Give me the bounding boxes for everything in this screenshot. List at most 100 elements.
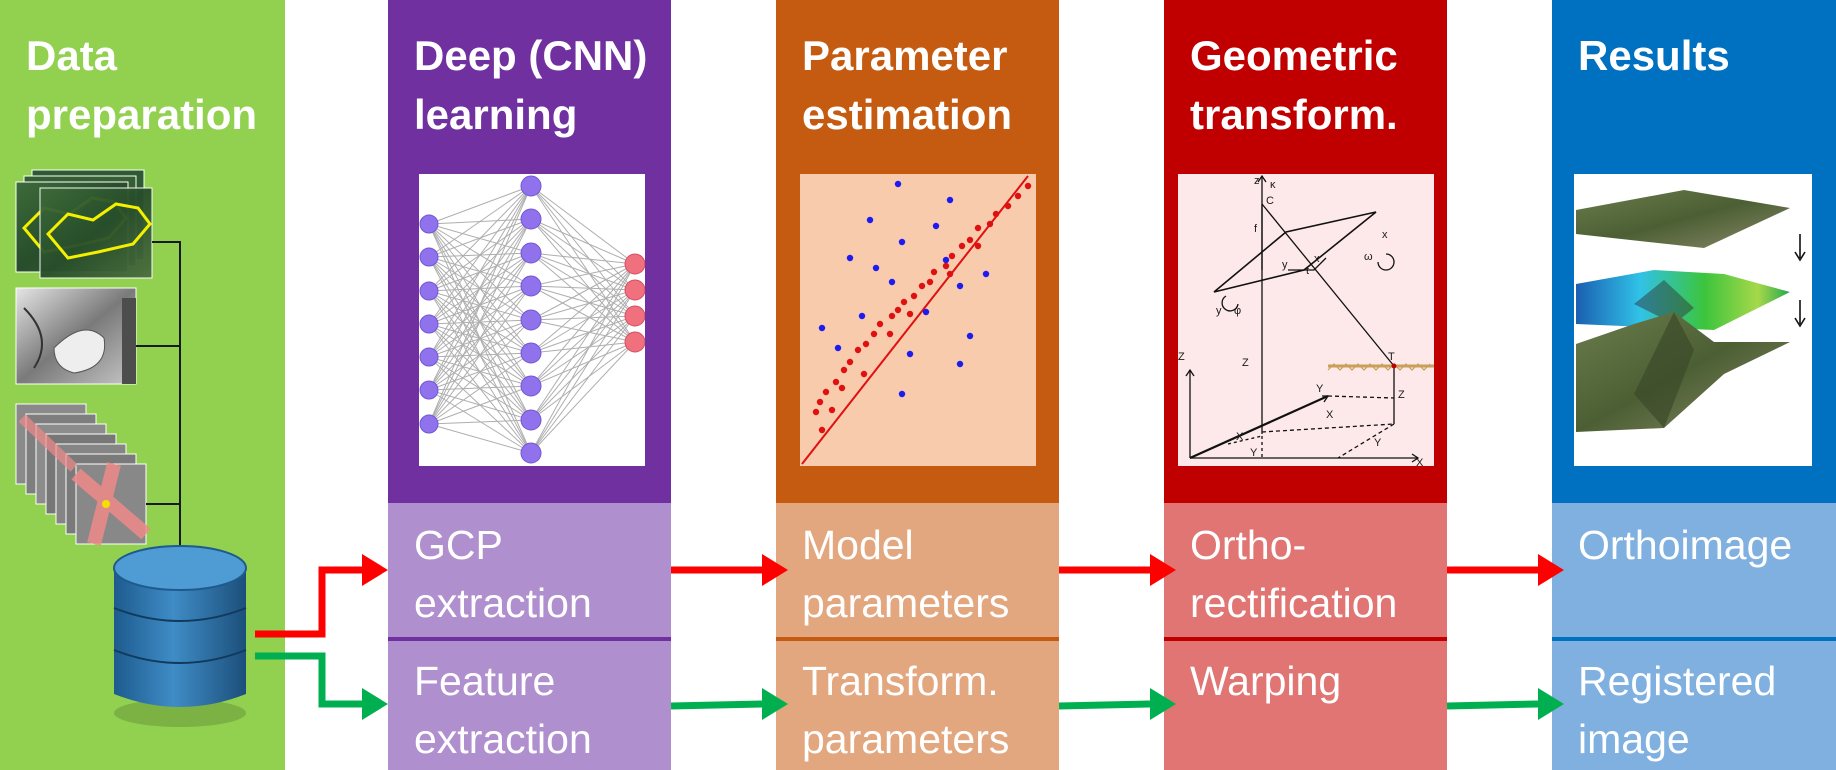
outlier-point xyxy=(858,312,866,320)
neural-network-illustration xyxy=(419,174,645,466)
inlier-point xyxy=(816,398,824,406)
outlier-point xyxy=(846,254,854,262)
label-omega: ω xyxy=(1364,251,1373,263)
outlier-point xyxy=(898,238,906,246)
row2-band: Registered image xyxy=(1552,641,1836,770)
nn-node xyxy=(520,442,542,464)
row1-label: Model parameters xyxy=(802,522,1010,626)
outlier-point xyxy=(866,216,874,224)
inlier-point xyxy=(926,278,934,286)
inlier-point xyxy=(888,312,896,320)
nn-edge xyxy=(530,218,636,317)
inlier-point xyxy=(894,306,902,314)
nn-edge xyxy=(530,185,636,291)
row1-band: Orthoimage xyxy=(1552,503,1836,637)
nn-edge xyxy=(530,263,636,421)
down-arrow-icon xyxy=(1794,234,1806,328)
label-y: y xyxy=(1282,259,1288,271)
row1-label: Orthoimage xyxy=(1578,522,1793,568)
outlier-point xyxy=(818,324,826,332)
inlier-point xyxy=(966,236,974,244)
nn-edge xyxy=(428,352,532,425)
nn-edge xyxy=(530,341,636,387)
projection-geometry-illustration: z κ C f x x y t ω y φ Z Z T Y X Z Y X Y … xyxy=(1178,174,1434,466)
inlier-point xyxy=(840,366,848,374)
label-yo: Y xyxy=(1316,383,1324,395)
nn-node xyxy=(520,175,542,197)
outlier-point xyxy=(956,282,964,290)
label-zo: Z xyxy=(1178,351,1185,363)
nn-node xyxy=(419,314,439,334)
red-arrow-head xyxy=(362,554,388,586)
outlier-point xyxy=(834,344,842,352)
label-zc: Z xyxy=(1242,357,1249,369)
label-t-point: T xyxy=(1388,351,1395,363)
label-x: x xyxy=(1314,253,1320,265)
row-separator xyxy=(1552,637,1836,641)
outlier-point xyxy=(932,222,940,230)
nn-node xyxy=(520,409,542,431)
nn-node xyxy=(520,342,542,364)
inlier-point xyxy=(918,282,926,290)
nn-edge xyxy=(530,185,636,343)
inlier-point xyxy=(986,220,994,228)
nn-edge xyxy=(530,263,636,321)
nn-node xyxy=(419,247,439,267)
nn-edge xyxy=(428,423,532,454)
nn-edge xyxy=(428,285,532,425)
input-images xyxy=(14,168,264,728)
row-separator xyxy=(388,637,671,641)
inlier-point xyxy=(846,358,854,366)
row1-band: GCP extraction xyxy=(388,503,671,637)
outlier-point xyxy=(956,360,964,368)
label-big-y: Y xyxy=(1374,437,1382,449)
row1-band: Ortho- rectification xyxy=(1164,503,1447,637)
nn-edge xyxy=(530,252,636,265)
outlier-point xyxy=(946,196,954,204)
inlier-point xyxy=(948,252,956,260)
nn-node xyxy=(419,281,439,301)
label-big-z: Z xyxy=(1398,389,1405,401)
inlier-point xyxy=(862,340,870,348)
inlier-point xyxy=(910,292,918,300)
inlier-point xyxy=(832,378,840,386)
label-f: f xyxy=(1254,223,1258,235)
label-ys: y xyxy=(1216,305,1222,317)
outlier-point xyxy=(966,332,974,340)
column-title: Geometric transform. xyxy=(1190,32,1398,138)
nn-edge xyxy=(428,185,532,292)
inlier-point xyxy=(942,262,950,270)
inlier-point xyxy=(822,388,830,396)
nn-edge xyxy=(530,289,636,421)
nn-output-node xyxy=(624,305,645,327)
label-kappa: κ xyxy=(1270,179,1276,191)
nn-edge xyxy=(530,263,636,287)
inlier-point xyxy=(876,320,884,328)
outlier-point xyxy=(906,350,914,358)
nn-edge xyxy=(530,289,636,454)
nn-output-node xyxy=(624,253,645,275)
green-flow-arrow xyxy=(1446,700,1539,710)
inlier-point xyxy=(828,406,836,414)
satellite-image-stack xyxy=(15,169,153,279)
labelled-patch-stack xyxy=(15,403,151,546)
label-c: C xyxy=(1266,195,1274,207)
nn-edge xyxy=(428,218,532,425)
green-flow-arrow xyxy=(1058,700,1151,710)
nn-edge xyxy=(530,341,636,454)
nn-node xyxy=(419,214,439,234)
nn-output-node xyxy=(624,279,645,301)
column-title: Results xyxy=(1578,32,1730,79)
inlier-point xyxy=(860,370,868,378)
nn-edge xyxy=(428,385,532,425)
outlier-point xyxy=(894,180,902,188)
nn-edge xyxy=(530,315,636,454)
outlier-point xyxy=(898,390,906,398)
inlier-point xyxy=(930,268,938,276)
outlier-point xyxy=(872,264,880,272)
inlier-point xyxy=(812,408,820,416)
inlier-point xyxy=(1004,202,1012,210)
nn-node xyxy=(419,380,439,400)
row1-label: GCP extraction xyxy=(414,522,592,626)
label-xo: X xyxy=(1416,457,1424,466)
